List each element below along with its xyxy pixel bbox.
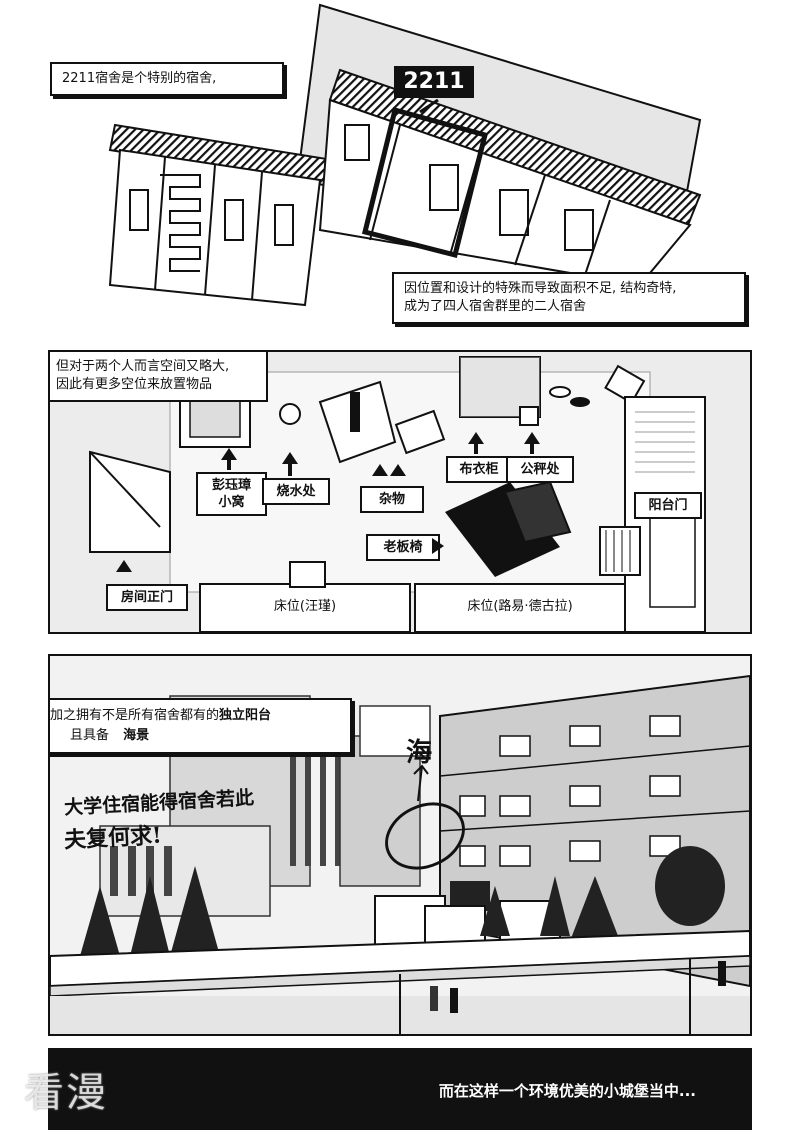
balcony-caption-line1-a: 加之拥有不是所有宿舍都有的: [50, 708, 220, 723]
arrow-main-door: [116, 560, 132, 572]
label-main-door: 房间正门: [106, 584, 188, 611]
balcony-caption: 加之拥有不是所有宿舍都有的独立阳台 且具备 海景: [50, 698, 352, 754]
sea-mark: 海: [406, 738, 433, 768]
balcony-caption-line1: 加之拥有不是所有宿舍都有的独立阳台: [50, 706, 340, 726]
panel-exterior: 加之拥有不是所有宿舍都有的独立阳台 且具备 海景 海 大学住宿能得宿舍若此 夫复…: [48, 654, 752, 1036]
label-nook-line2: 小窝: [218, 495, 245, 510]
label-misc: 杂物: [360, 486, 424, 513]
space-caption-line2: 因此有更多空位来放置物品: [56, 377, 213, 392]
label-bed-left: 床位(汪瑾): [273, 599, 337, 614]
panel-room-interior: 但对于两个人而言空间又略大, 因此有更多空位来放置物品 彭珏璋 小窝 烧水处 杂…: [48, 350, 752, 634]
arrow-kettle: [282, 452, 298, 464]
label-boss-chair: 老板椅: [366, 534, 440, 561]
room-description-caption: 因位置和设计的特殊而导致面积不足, 结构奇特, 成为了四人宿舍群里的二人宿舍: [392, 272, 746, 324]
label-balcony-door: 阳台门: [634, 492, 702, 519]
label-nook: 彭珏璋 小窝: [196, 472, 267, 516]
exterior-drawing: [50, 656, 750, 1034]
room-description-line1: 因位置和设计的特殊而导致面积不足, 结构奇特,: [404, 281, 677, 296]
arrow-boss-chair: [432, 538, 444, 554]
exclaim-line2: 夫复何求!: [63, 822, 163, 854]
label-kettle: 烧水处: [262, 478, 330, 505]
sea-view-highlight: 海景: [123, 728, 150, 743]
panel-floor-plan: 2211宿舍是个特别的宿舍, 2211 因位置和设计的特殊而导致面积不足, 结构…: [0, 0, 796, 336]
label-wardrobe: 布衣柜: [446, 456, 512, 483]
footer-bar: 而在这样一个环境优美的小城堡当中...: [48, 1048, 752, 1130]
floor-plan-drawing: [108, 3, 702, 307]
footer-narration: 而在这样一个环境优美的小城堡当中...: [438, 1082, 696, 1100]
arrow-wardrobe-stem: [474, 442, 478, 454]
arrow-scale-stem: [530, 442, 534, 454]
arrow-scale: [524, 432, 540, 444]
intro-caption: 2211宿舍是个特别的宿舍,: [50, 62, 284, 96]
arrow-nook-stem: [227, 458, 231, 470]
label-bed-right: 床位(路易·德古拉): [467, 599, 573, 614]
arrow-misc-2: [390, 464, 406, 476]
label-scale: 公秤处: [506, 456, 574, 483]
arrow-kettle-stem: [288, 462, 292, 476]
space-caption-line1: 但对于两个人而言空间又略大,: [56, 359, 230, 374]
watermark: 看漫: [24, 1070, 108, 1116]
label-nook-line1: 彭珏璋: [211, 478, 251, 493]
room-number-tag: 2211: [394, 66, 474, 98]
room-description-line2: 成为了四人宿舍群里的二人宿舍: [404, 299, 587, 314]
balcony-caption-highlight: 独立阳台: [219, 708, 272, 723]
arrow-misc: [372, 464, 388, 476]
arrow-wardrobe: [468, 432, 484, 444]
arrow-nook: [221, 448, 237, 460]
balcony-caption-line2-a: 且具备: [70, 728, 110, 743]
space-caption: 但对于两个人而言空间又略大, 因此有更多空位来放置物品: [50, 352, 268, 402]
balcony-caption-line2: 且具备 海景: [50, 726, 340, 746]
